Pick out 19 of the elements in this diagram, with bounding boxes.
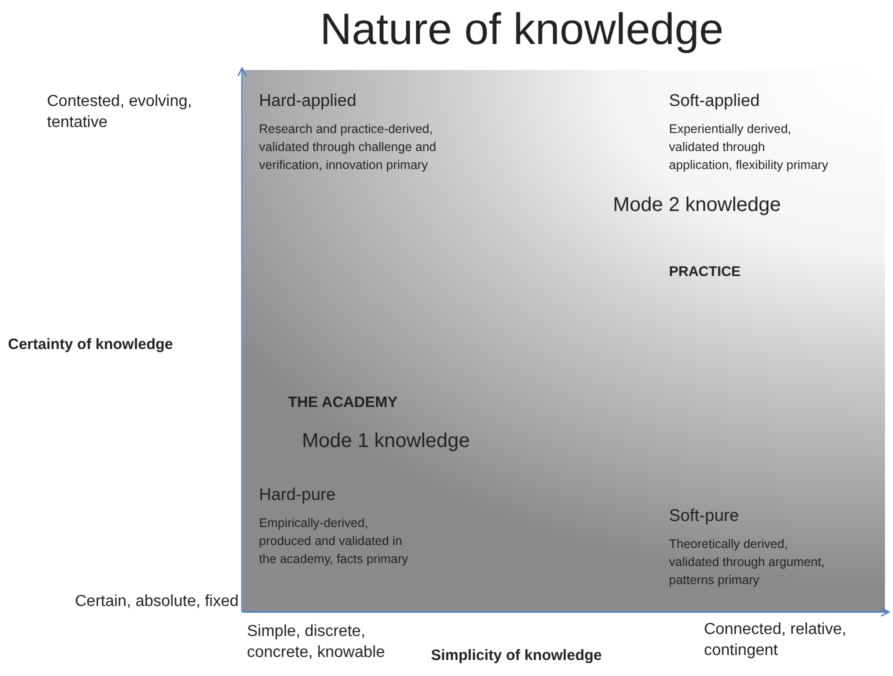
axis-title: Simplicity of knowledge (431, 646, 602, 666)
axis-end-label: Contested, evolving, tentative (47, 92, 193, 133)
quadrant-description: Research and practice-derived, validated through challenge and verification, innovation primary (259, 121, 438, 174)
quadrant-description: Experientially derived, validated through application, flexibility primary (669, 121, 829, 174)
region-label: PRACTICE (669, 262, 741, 280)
mode-label: Mode 2 knowledge (613, 193, 781, 218)
axis-title: Certainty of knowledge (8, 335, 174, 354)
region-label: THE ACADEMY (288, 393, 398, 412)
quadrant-heading: Hard-pure (259, 484, 336, 506)
axis-end-label: Simple, discrete, concrete, knowable (247, 622, 386, 663)
quadrant-description: Empirically-derived, produced and validated in the academy, facts primary (259, 515, 409, 568)
mode-label: Mode 1 knowledge (302, 429, 470, 454)
axis-end-label: Certain, absolute, fixed (75, 592, 239, 612)
quadrant-description: Theoretically derived, validated through argument, patterns primary (669, 536, 826, 590)
quadrant-heading: Soft-applied (669, 90, 760, 112)
quadrant-heading: Hard-applied (259, 90, 356, 112)
axis-end-label: Connected, relative, contingent (704, 620, 848, 661)
quadrant-heading: Soft-pure (669, 505, 739, 527)
diagram-title: Nature of knowledge (320, 4, 724, 56)
